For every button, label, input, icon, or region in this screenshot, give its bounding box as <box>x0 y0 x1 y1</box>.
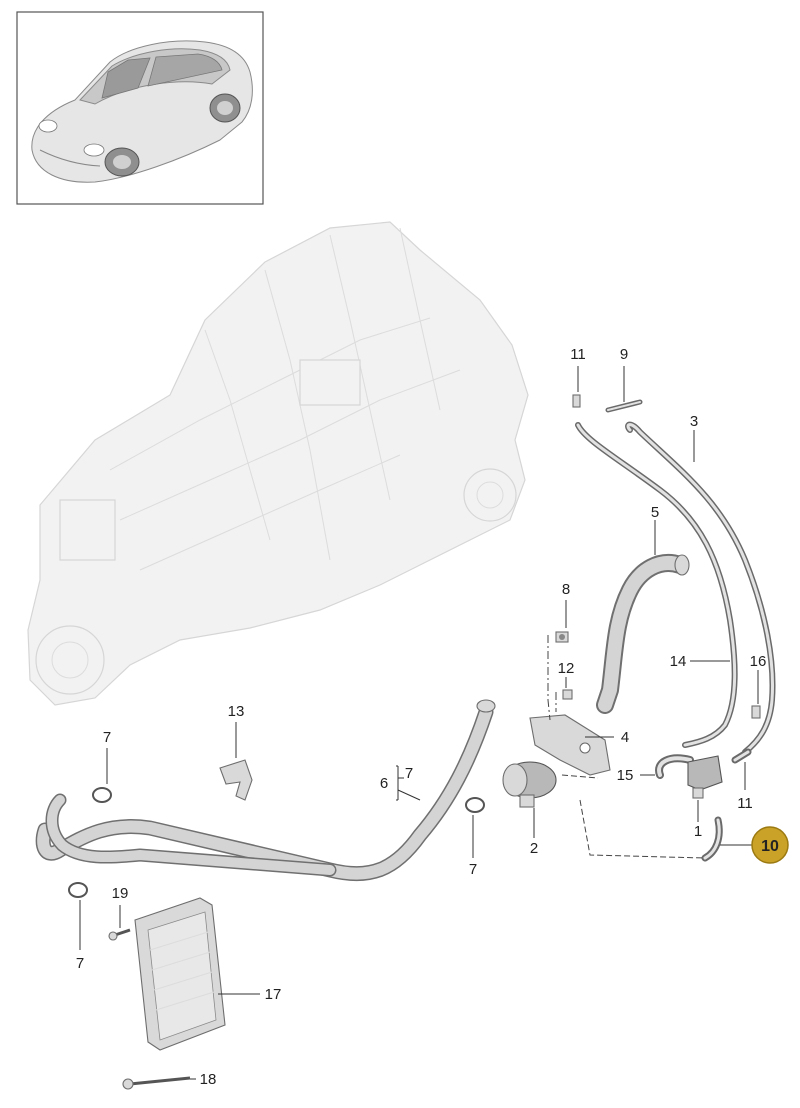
label-14[interactable]: 14 <box>670 653 687 670</box>
part-12-screw[interactable] <box>562 689 573 700</box>
label-18[interactable]: 18 <box>200 1071 217 1088</box>
label-16[interactable]: 16 <box>750 653 767 670</box>
part-7-clamp-center[interactable] <box>465 797 485 813</box>
vent-line-14[interactable] <box>575 422 738 748</box>
part-7-clamp-top-left[interactable] <box>92 787 112 803</box>
leader-lines <box>79 366 759 1080</box>
part-18-bolt[interactable] <box>122 1076 191 1090</box>
part-labels: 11 9 3 5 8 12 14 16 4 15 1 11 2 13 7 7 7… <box>76 346 767 1088</box>
label-3[interactable]: 3 <box>690 413 698 430</box>
part-7-clamp-bottom-left[interactable] <box>68 882 88 898</box>
label-12[interactable]: 12 <box>558 660 575 677</box>
part-1-valve[interactable] <box>687 755 723 799</box>
label-7-bracket[interactable]: 7 <box>405 765 413 782</box>
label-7-center[interactable]: 7 <box>469 861 477 878</box>
vehicle-thumbnail[interactable] <box>16 11 264 205</box>
label-15[interactable]: 15 <box>617 767 634 784</box>
vent-line-3[interactable] <box>625 421 776 755</box>
label-11-right[interactable]: 11 <box>737 795 753 812</box>
label-7-bottom-left[interactable]: 7 <box>76 955 84 972</box>
part-19-bolt[interactable] <box>108 928 131 941</box>
label-10: 10 <box>761 838 779 855</box>
part-4-bracket[interactable] <box>529 714 611 776</box>
part-8-bolt[interactable] <box>555 631 569 643</box>
label-6[interactable]: 6 <box>380 775 388 792</box>
part-9-hose-fitting[interactable] <box>605 399 643 413</box>
hose-11-right[interactable] <box>731 748 752 764</box>
label-8[interactable]: 8 <box>562 581 570 598</box>
hose-15[interactable] <box>655 754 694 779</box>
label-4[interactable]: 4 <box>621 729 629 746</box>
part-2-thermostat-housing[interactable] <box>502 761 557 808</box>
label-13[interactable]: 13 <box>228 703 245 720</box>
part-17-oil-cooler[interactable] <box>134 897 226 1051</box>
label-1[interactable]: 1 <box>694 823 702 840</box>
label-19[interactable]: 19 <box>112 885 129 902</box>
label-2[interactable]: 2 <box>530 840 538 857</box>
coolant-hose-5[interactable] <box>596 554 690 714</box>
part-16-plug[interactable] <box>751 705 761 719</box>
label-5[interactable]: 5 <box>651 504 659 521</box>
label-7-top-left[interactable]: 7 <box>103 729 111 746</box>
coolant-pipe-main[interactable] <box>35 699 496 882</box>
part-13-clip[interactable] <box>219 759 253 801</box>
highlight-badge-10[interactable]: 10 <box>751 826 789 864</box>
label-9[interactable]: 9 <box>620 346 628 363</box>
part-11-plug-top[interactable] <box>572 394 581 408</box>
car-illustration <box>31 40 253 183</box>
label-17[interactable]: 17 <box>265 986 282 1003</box>
hose-10[interactable] <box>701 816 723 862</box>
label-11-top[interactable]: 11 <box>570 346 586 363</box>
transmission-housing <box>27 221 529 706</box>
